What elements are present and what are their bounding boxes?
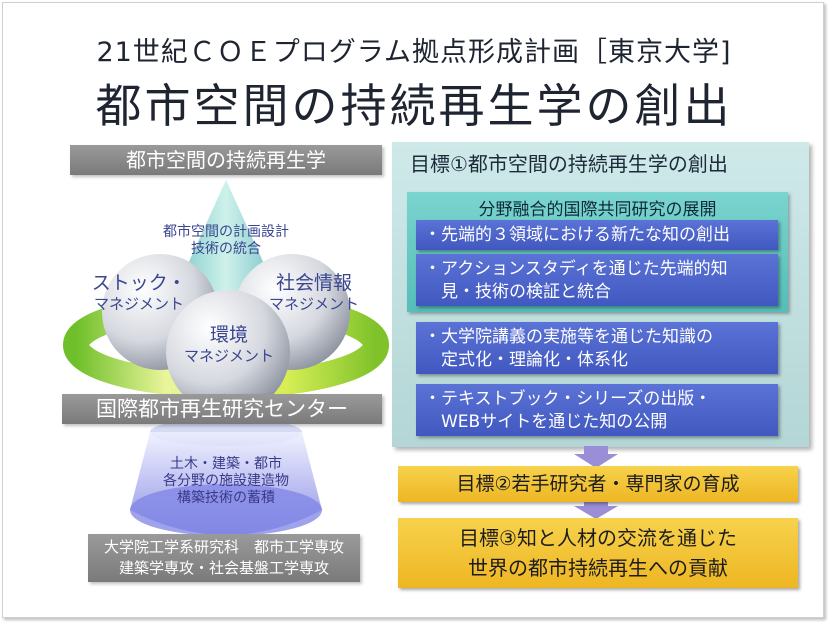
sphere-left-line1: ストック・ (91, 272, 187, 294)
sphere-right-line2: マネジメント (268, 294, 359, 313)
goal-item-1: ・先端的３領域における新たな知の創出 (416, 220, 778, 250)
goal3-box: 目標③知と人材の交流を通じた 世界の都市持続再生への貢献 (398, 518, 798, 588)
cone-label-line1: 都市空間の計画設計 (163, 224, 289, 240)
goal-item-3-line2: 定式化・理論化・体系化 (424, 349, 628, 370)
base-cone (130, 418, 322, 536)
goal-item-1-line1: ・先端的３領域における新たな知の創出 (424, 225, 730, 245)
bottom-band: 大学院工学系研究科 都市工学専攻 建築学専攻・社会基盤工学専攻 (88, 534, 360, 582)
joint-research-title: 分野融合的国際共同研究の展開 (478, 200, 717, 220)
goal-item-4: ・テキストブック・シリーズの出版・ WEBサイトを通じた知の公開 (416, 384, 778, 436)
sphere-center-line1: 環境 (209, 324, 248, 346)
cone-label-line2: 技術の統合 (191, 240, 261, 257)
bottom-band-line1: 大学院工学系研究科 都市工学専攻 (103, 538, 344, 556)
sphere-center (166, 290, 290, 414)
base-label-line1: 土木・建築・都市 (170, 456, 282, 472)
bottom-band-line2: 建築学専攻・社会基盤工学専攻 (118, 559, 329, 577)
cone-label: 都市空間の計画設計 技術の統合 (150, 224, 302, 258)
goal2-box: 目標②若手研究者・専門家の育成 (398, 466, 798, 502)
header-line1: 21世紀ＣＯＥプログラム拠点形成計画［東京大学] (96, 37, 732, 68)
sphere-right-line1: 社会情報 (275, 272, 352, 294)
sphere-center-label: 環境 マネジメント (176, 324, 282, 365)
goal-item-2-line2: 見・技術の検証と統合 (424, 281, 611, 302)
goal-item-2: ・アクションスタディを通じた先端的知 見・技術の検証と統合 (416, 254, 778, 306)
sphere-left-line2: マネジメント (93, 294, 184, 313)
goal-item-2-line1: ・アクションスタディを通じた先端的知 (424, 259, 728, 279)
goal3-line1: 目標③知と人材の交流を通じた (459, 526, 737, 550)
goal-item-3-line1: ・大学院講義の実施等を通じた知識の (424, 327, 713, 347)
down-arrow-icon (574, 446, 618, 468)
goal1-title: 目標①都市空間の持続再生学の創出 (410, 152, 728, 176)
base-label-line2: 各分野の施設建造物 (163, 472, 289, 489)
goal-item-4-line2: WEBサイトを通じた知の公開 (424, 411, 668, 432)
down-arrow-icon (574, 499, 618, 519)
sphere-right-label: 社会情報 マネジメント (262, 272, 366, 313)
goal3-line2: 世界の都市持続再生への貢献 (468, 556, 728, 580)
base-label-line3: 構築技術の蓄積 (177, 489, 275, 506)
top-band: 都市空間の持続再生学 (70, 145, 382, 175)
sphere-left-label: ストック・ マネジメント (84, 272, 194, 313)
base-label: 土木・建築・都市 各分野の施設建造物 構築技術の蓄積 (146, 456, 306, 506)
center-band: 国際都市再生研究センター (62, 394, 382, 424)
spheres (102, 254, 350, 414)
goal-item-3: ・大学院講義の実施等を通じた知識の 定式化・理論化・体系化 (416, 322, 778, 374)
sphere-center-line2: マネジメント (183, 346, 274, 365)
header-title: 都市空間の持続再生学の創出 (95, 79, 733, 133)
goal-item-4-line1: ・テキストブック・シリーズの出版・ (424, 389, 712, 409)
